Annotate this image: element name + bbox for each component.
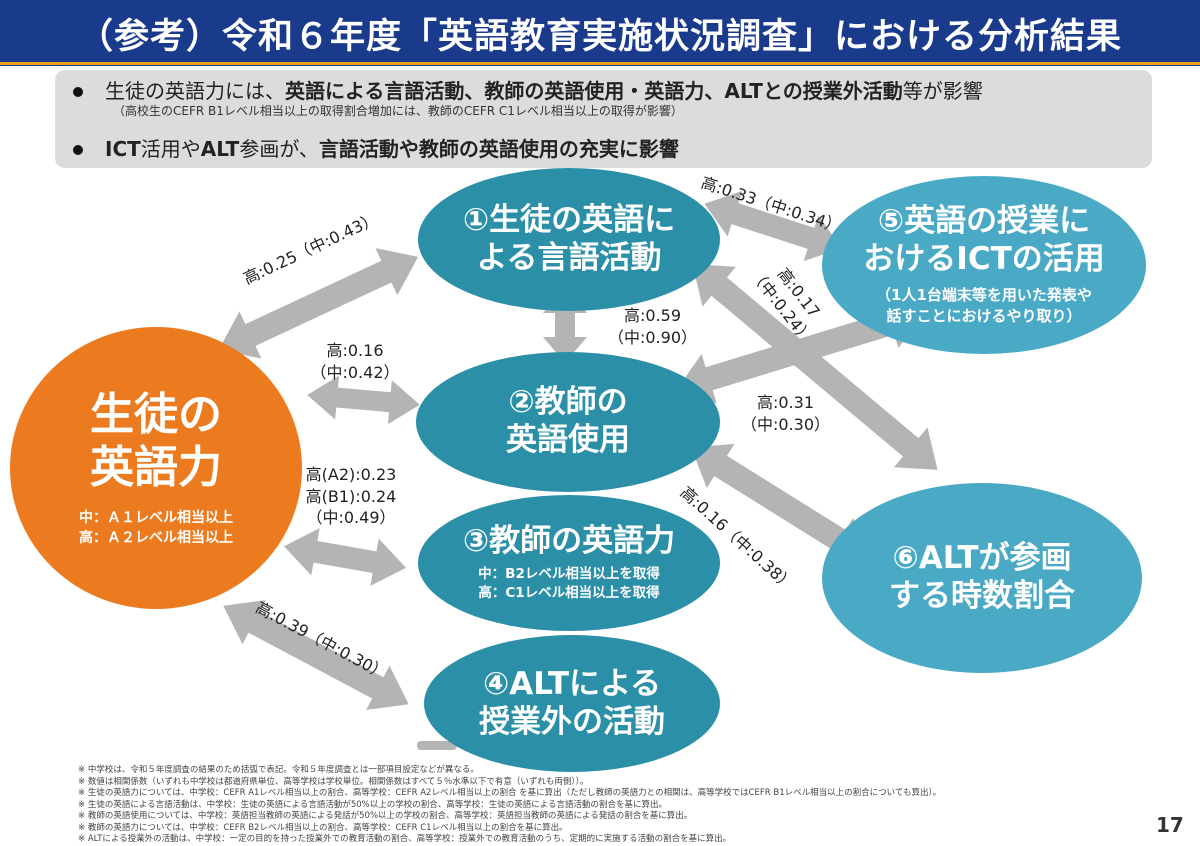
arrow-student-n4 xyxy=(223,600,409,710)
footnote: ※ 数値は相関係数（いずれも中学校は都道府県単位、高等学校は学校単位。相関係数は… xyxy=(78,776,589,787)
summary-line-1: 生徒の英語力には、英語による言語活動、教師の英語使用・英語力、ALTとの授業外活… xyxy=(105,75,983,104)
summary-line-1-note: （高校生のCEFR B1レベル相当以上の取得割合増加には、教師のCEFR C1レ… xyxy=(113,104,683,118)
summary-text: 等が影響 xyxy=(902,79,983,103)
arrow-student-n2 xyxy=(307,375,420,425)
node-title: する時数割合 xyxy=(889,578,1075,614)
node-subtext: 中：B2レベル相当以上を取得 xyxy=(478,566,660,583)
node-subtext: 話すことにおけるやり取り） xyxy=(886,306,1082,325)
title-bar: （参考）令和６年度「英語教育実施状況調査」における分析結果 xyxy=(0,0,1200,66)
summary-text: 活用や xyxy=(140,137,201,161)
footnotes: ※ 中学校は、令和５年度調査の結果のため括弧で表記。令和５年度調査とは一部項目設… xyxy=(78,765,941,846)
footnote: ※ 教師の英語使用については、中学校：英語担当教師の英語による発話が50%以上の… xyxy=(78,811,693,821)
footnote: ※ 生徒の英語力については、中学校：CEFR A1レベル相当以上の割合、高等学校… xyxy=(78,788,942,798)
arrow-n1-n6 xyxy=(692,264,938,470)
node-6-alt-participation-ratio: ⑥ALTが参画 する時数割合 xyxy=(822,483,1142,673)
node-title: 英語使用 xyxy=(506,422,630,458)
node-5-ict-in-class: ⑤英語の授業に おけるICTの活用 （1人1台端末等を用いた発表や 話すことにお… xyxy=(822,176,1146,354)
arrow-student-n1 xyxy=(218,248,419,359)
node-4-alt-extracurricular: ④ALTによる 授業外の活動 xyxy=(424,635,720,772)
node-title: 生徒の xyxy=(90,388,222,440)
summary-emphasis: 英語による言語活動、教師の英語使用・英語力、ALTとの授業外活動 xyxy=(285,79,903,103)
arrow-n2-n6 xyxy=(690,443,870,563)
node-title: 授業外の活動 xyxy=(479,703,665,740)
footnote: ※ 中学校は、令和５年度調査の結果のため括弧で表記。令和５年度調査とは一部項目設… xyxy=(78,765,479,775)
label-line: 高(A2):0.23 xyxy=(305,465,397,484)
page-number: 17 xyxy=(1156,813,1184,837)
label-line: 高(B1):0.24 xyxy=(305,486,397,506)
page-title: （参考）令和６年度「英語教育実施状況調査」における分析結果 xyxy=(77,17,1122,57)
arrow-student-n3 xyxy=(283,528,407,586)
bullet-icon xyxy=(73,87,83,97)
node-title: ③教師の英語力 xyxy=(462,523,676,560)
label-line: 高:0.31 xyxy=(756,393,815,412)
node-subtext: 高：Ａ２レベル相当以上 xyxy=(79,529,233,546)
node-title: ①生徒の英語に xyxy=(462,201,676,238)
label-line: 高:0.59 xyxy=(623,306,682,325)
footnote: ※ 生徒の英語による言語活動は、中学校：生徒の英語による言語活動が50%以上の学… xyxy=(78,799,667,810)
footnote: ※ ALTによる授業外の活動は、中学校：一定の目的を持った授業外での教育活動の割… xyxy=(78,834,732,844)
node-title: ⑤英語の授業に xyxy=(877,203,1091,240)
node-2-teacher-english-use: ②教師の 英語使用 xyxy=(416,352,720,492)
node-title: おけるICTの活用 xyxy=(863,241,1105,277)
label-student-n2: 高:0.16 （中:0.42） xyxy=(305,340,405,383)
label-n1-n2: 高:0.59 （中:0.90） xyxy=(605,305,700,348)
node-subtext: 高：C1レベル相当以上を取得 xyxy=(478,584,660,601)
summary-text: 参画が、 xyxy=(239,137,319,161)
node-3-teacher-english-ability: ③教師の英語力 中：B2レベル相当以上を取得 高：C1レベル相当以上を取得 xyxy=(418,495,720,631)
footnote: ※ 教師の英語力については、中学校：CEFR B2レベル相当以上の割合、高等学校… xyxy=(78,822,568,833)
node-title: よる言語活動 xyxy=(476,239,662,276)
label-line: （中:0.42） xyxy=(310,362,400,382)
arrow-n1-n5 xyxy=(704,190,842,262)
node-title: ⑥ALTが参画 xyxy=(892,540,1072,577)
summary-line-2: ICT活用やALT参画が、言語活動や教師の英語使用の充実に影響 xyxy=(105,133,679,162)
summary-emphasis: ALT xyxy=(200,137,240,161)
node-subtext: （1人1台端末等を用いた発表や xyxy=(876,285,1092,304)
label-student-n3: 高(A2):0.23 高(B1):0.24 （中:0.49） xyxy=(296,464,406,529)
label-line: （中:0.90） xyxy=(607,327,698,347)
summary-emphasis: ICT xyxy=(105,137,141,161)
label-n1-n6: 高:0.31 （中:0.30） xyxy=(738,392,833,435)
node-title: 英語力 xyxy=(90,442,222,494)
node-1-student-language-activity: ①生徒の英語に よる言語活動 xyxy=(418,168,720,311)
label-line: （中:0.30） xyxy=(740,414,831,434)
label-line: 高:0.16 xyxy=(326,341,384,360)
page-scroll-handle xyxy=(417,741,457,750)
summary-emphasis: 言語活動や教師の英語使用の充実に影響 xyxy=(318,137,679,161)
summary-box: 生徒の英語力には、英語による言語活動、教師の英語使用・英語力、ALTとの授業外活… xyxy=(55,70,1152,168)
label-line: （中:0.49） xyxy=(306,508,396,528)
title-accent-line xyxy=(0,62,1200,65)
summary-text: 生徒の英語力には、 xyxy=(105,79,285,103)
node-title: ④ALTによる xyxy=(482,665,662,702)
node-student-english-ability: 生徒の 英語力 中：Ａ１レベル相当以上 高：Ａ２レベル相当以上 xyxy=(10,327,302,609)
bullet-icon xyxy=(73,145,83,155)
node-title: ②教師の xyxy=(508,384,628,421)
node-subtext: 中：Ａ１レベル相当以上 xyxy=(79,510,233,527)
